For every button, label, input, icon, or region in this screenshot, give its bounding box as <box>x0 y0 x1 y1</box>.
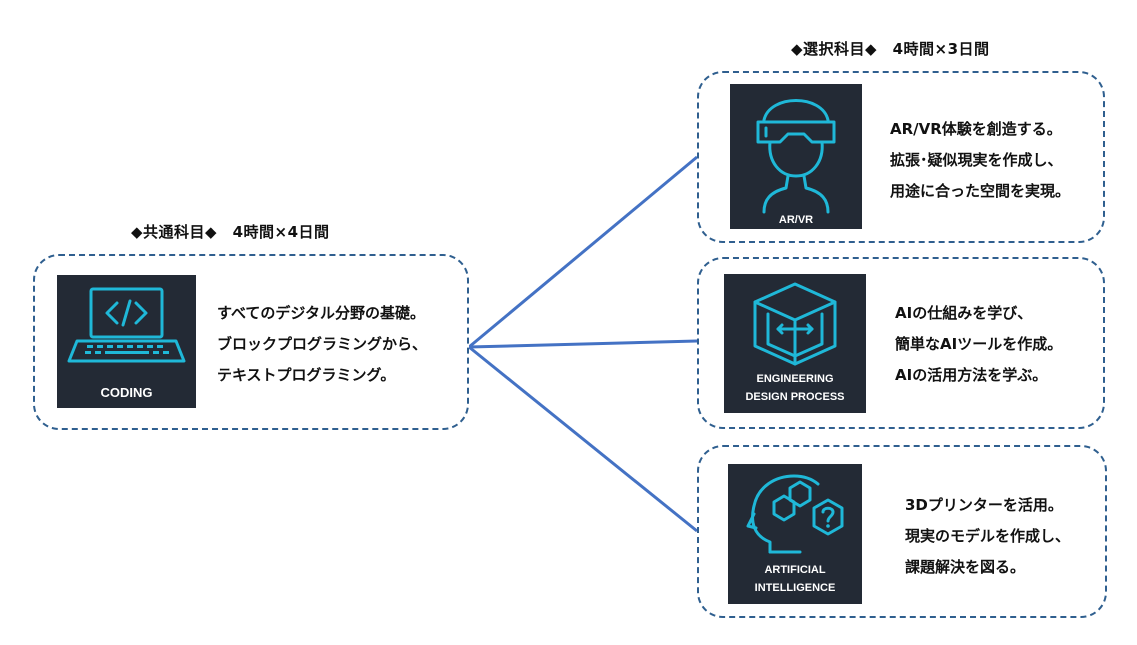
coding-tile: CODING <box>57 275 196 408</box>
description-line: 課題解決を図る。 <box>905 558 1026 576</box>
connector-to-engineering <box>468 339 698 349</box>
engineering-tile-label-line-1: ENGINEERING <box>756 373 834 385</box>
3d-cube-icon <box>753 282 837 366</box>
arvr-tile: AR/VR <box>730 84 862 229</box>
engineering-course-box: ENGINEERING DESIGN PROCESS AIの仕組みを学び、 簡単… <box>697 257 1105 429</box>
engineering-tile-label-line-2: DESIGN PROCESS <box>745 391 845 403</box>
connector-to-ai <box>468 345 698 533</box>
common-course-description: すべてのデジタル分野の基礎。 ブロックプログラミングから、 テキストプログラミン… <box>217 298 427 391</box>
arvr-tile-label: AR/VR <box>778 214 814 226</box>
description-line: 3Dプリンターを活用。 <box>905 496 1063 514</box>
ai-tile-label-line-1: ARTIFICIAL <box>764 564 826 576</box>
description-line: ブロックプログラミングから、 <box>217 335 428 353</box>
description-line: 簡単なAIツールを作成。 <box>895 335 1063 353</box>
ai-course-box: ARTIFICIAL INTELLIGENCE 3Dプリンターを活用。 現実のモ… <box>697 445 1107 618</box>
description-line: 現実のモデルを作成し、 <box>905 527 1071 545</box>
ai-course-description: 3Dプリンターを活用。 現実のモデルを作成し、 課題解決を図る。 <box>905 490 1070 583</box>
ai-tile-label-line-2: INTELLIGENCE <box>754 582 836 594</box>
laptop-code-icon <box>67 287 186 363</box>
description-line: テキストプログラミング。 <box>217 366 396 384</box>
description-line: 拡張･疑似現実を作成し、 <box>890 151 1063 169</box>
description-line: AIの仕組みを学び、 <box>895 304 1033 322</box>
ai-head-icon <box>746 474 844 554</box>
engineering-course-description: AIの仕組みを学び、 簡単なAIツールを作成。 AIの活用方法を学ぶ。 <box>895 298 1062 391</box>
description-line: 用途に合った空間を実現。 <box>890 182 1071 200</box>
engineering-tile: ENGINEERING DESIGN PROCESS <box>724 274 866 413</box>
description-line: AR/VR体験を創造する。 <box>890 120 1062 138</box>
arvr-course-description: AR/VR体験を創造する。 拡張･疑似現実を作成し、 用途に合った空間を実現。 <box>890 114 1070 207</box>
common-course-box: CODING すべてのデジタル分野の基礎。 ブロックプログラミングから、 テキス… <box>33 254 469 430</box>
elective-course-heading: ◆選択科目◆ 4時間×3日間 <box>791 40 990 58</box>
description-line: AIの活用方法を学ぶ。 <box>895 366 1048 384</box>
arvr-course-box: AR/VR AR/VR体験を創造する。 拡張･疑似現実を作成し、 用途に合った空… <box>697 71 1105 243</box>
common-course-heading: ◆共通科目◆ 4時間×4日間 <box>131 223 330 241</box>
ai-tile: ARTIFICIAL INTELLIGENCE <box>728 464 862 604</box>
vr-headset-icon <box>756 99 836 214</box>
coding-tile-label: CODING <box>100 385 153 400</box>
connector-to-arvr <box>468 155 698 349</box>
description-line: すべてのデジタル分野の基礎。 <box>217 304 426 322</box>
